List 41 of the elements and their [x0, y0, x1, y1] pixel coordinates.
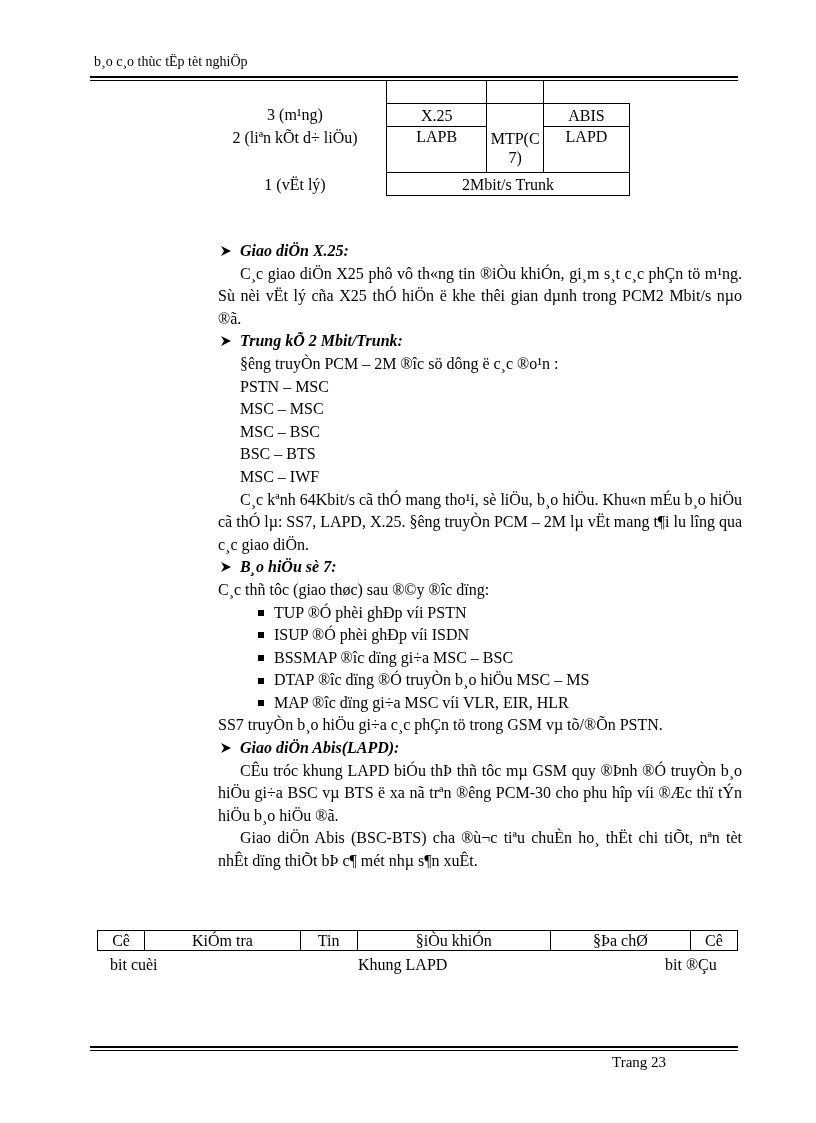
- frame-start-label: bit ®Çu: [665, 956, 717, 974]
- layer-label: 2 (liªn kÕt d÷ liÖu): [231, 129, 359, 147]
- section-heading: B¸o hiÖu sè 7:: [240, 558, 337, 576]
- layer-label: 1 (vËt lý): [263, 176, 327, 194]
- table-cell: LAPB: [386, 126, 487, 173]
- list-item: MSC – IWF: [240, 467, 320, 485]
- table-cell: §Þa chØ: [550, 930, 691, 951]
- paragraph: SS7 truyÒn b¸o hiÖu gi÷a c¸c phÇn tö trong GSM vµ tõ/®Õn PSTN.: [218, 714, 664, 736]
- table-cell: Cê: [97, 930, 145, 951]
- page-number: Trang 23: [612, 1054, 667, 1071]
- list-item: BSSMAP ®îc dïng gi÷a MSC – BSC: [274, 647, 514, 669]
- paragraph: §êng truyÒn PCM – 2M ®îc sö dông ë c¸c ®o¹n :: [240, 353, 560, 375]
- section-heading: Giao diÖn X.25:: [240, 242, 349, 259]
- paragraph: C¸c kªnh 64Kbit/s cã thÓ mang tho¹i, sè liÖu, b¸o hiÖu. Khu«n mÉu b¸o hiÖu cã thÓ lµ: SS7, LAPD, X.25. §êng truyÒn PCM – 2M lµ vËt mang t¶i lu lîng qua c¸c giao diÖn.: [218, 489, 742, 556]
- layer-label: 3 (m¹ng): [266, 106, 324, 124]
- table-cell: MTP(C7): [486, 103, 544, 173]
- paragraph: Giao diÖn Abis (BSC-BTS) cha ®ù¬c tiªu chuÈn ho¸ thËt chi tiÕt, nªn tèt nhÊt dïng thiÕt bÞ c¶ mét nhµ s¶n xuÊt.: [218, 827, 742, 872]
- paragraph: CÊu tróc khung LAPD biÓu thÞ thñ tôc mµ GSM quy ®Þnh ®Ó truyÒn b¸o hiÖu gi÷a BSC vµ BTS ë xa nã trªn ®êng PCM-30 cho phu hîp víi ®Æc thï tÝn hiÖu b¸o hiÖu ®ã.: [218, 760, 742, 827]
- table-cell: LAPD: [543, 126, 630, 173]
- table-cell: Tin: [300, 930, 357, 951]
- list-item: MSC – BSC: [240, 422, 321, 440]
- section-heading: Giao diÖn Abis(LAPD):: [240, 739, 400, 757]
- running-header: b¸o c¸o thùc tËp tèt nghiÖp: [94, 54, 248, 70]
- list-item: MSC – MSC: [240, 400, 324, 418]
- table-cell: Cê: [690, 930, 738, 951]
- list-item: MAP ®îc dïng gi÷a MSC víi VLR, EIR, HLR: [274, 692, 569, 714]
- frame-end-label: bit cuèi: [110, 956, 158, 974]
- list-item: ISUP ®Ó phèi ghÐp víi ISDN: [274, 624, 470, 646]
- table-cell: ABIS: [543, 103, 630, 127]
- list-item: PSTN – MSC: [240, 377, 329, 395]
- table-cell: §iÒu khiÓn: [357, 930, 551, 951]
- list-item: TUP ®Ó phèi ghÐp víi PSTN: [274, 602, 467, 624]
- table-cell: 2Mbit/s Trunk: [386, 172, 630, 196]
- frame-caption: Khung LAPD: [358, 956, 448, 974]
- list-item: BSC – BTS: [240, 445, 316, 463]
- table-cell: X.25: [386, 103, 487, 127]
- section-heading: Trung kÕ 2 Mbit/Trunk:: [240, 332, 403, 350]
- paragraph: C¸c thñ tôc (giao thøc) sau ®©y ®îc dïng:: [218, 579, 491, 601]
- paragraph: C¸c giao diÖn X25 phô vô th«ng tin ®iÒu khiÓn, gi¸m s¸t c¸c phÇn tö m¹ng. Sù nèi vËt lý cña X25 thÓ hiÖn ë khe thêi gian dµnh trong PCM2 Mbit/s nµo ®ã.: [218, 263, 742, 329]
- list-item: DTAP ®îc dïng ®Ó truyÒn b¸o hiÖu MSC – MS: [274, 669, 590, 691]
- table-cell: KiÓm tra: [144, 930, 301, 951]
